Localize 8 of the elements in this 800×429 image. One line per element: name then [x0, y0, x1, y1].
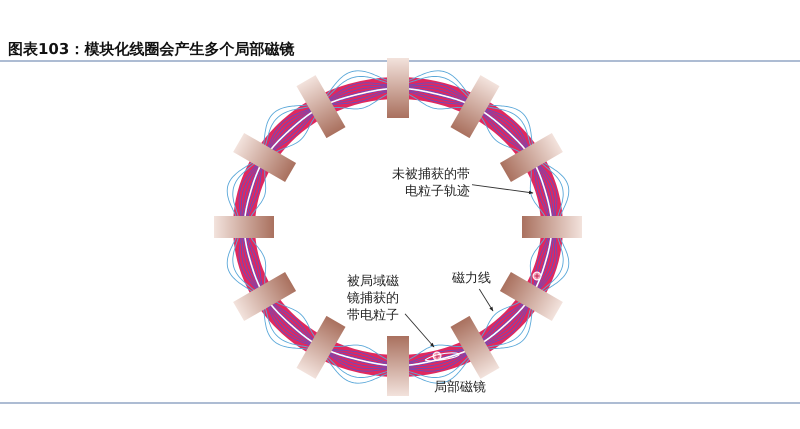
- figure-title: 图表103：模块化线圈会产生多个局部磁镜: [8, 40, 294, 58]
- part-label: 局部磁镜: [434, 379, 486, 396]
- leader-line: [404, 313, 434, 348]
- callout-text: 被局域磁镜捕获的带电粒子: [347, 273, 403, 324]
- leader-line: [472, 184, 534, 194]
- callout-text: 未被捕获的带电粒子轨迹: [389, 166, 470, 200]
- callout-text: 磁力线: [452, 270, 494, 287]
- leader-line: [478, 288, 494, 312]
